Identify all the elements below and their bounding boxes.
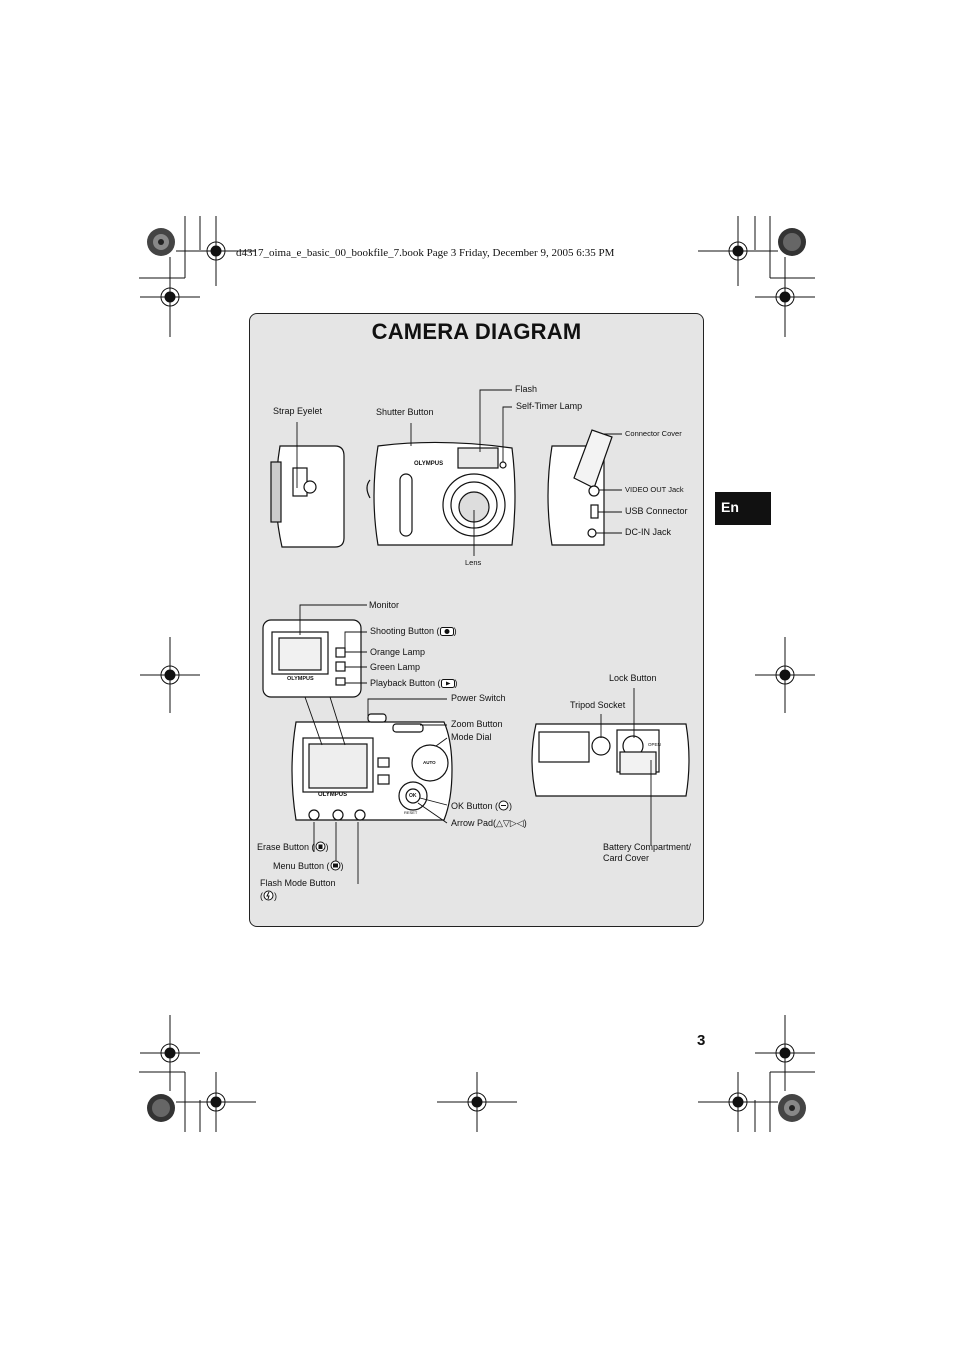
label-tripod-socket: Tripod Socket: [570, 700, 626, 710]
label-video-out-jack: VIDEO OUT Jack: [625, 485, 684, 494]
ok-icon: [498, 800, 509, 814]
label-lens: Lens: [465, 558, 482, 567]
camera-side-view-right: [547, 429, 613, 546]
label-connector-cover: Connector Cover: [625, 429, 682, 438]
reset-label: RESET: [404, 810, 418, 815]
front-brand-logo: OLYMPUS: [414, 461, 444, 467]
ok-label: OK: [409, 793, 417, 799]
label-zoom-button: Zoom Button: [451, 719, 503, 729]
label-card-cover: Card Cover: [603, 853, 650, 863]
open-label: OPEN: [648, 742, 661, 747]
print-header: d4317_oima_e_basic_00_bookfile_7.book Pa…: [236, 247, 615, 259]
camera-icon: [439, 626, 454, 639]
camera-back-view: [291, 713, 453, 821]
label-self-timer-lamp: Self-Timer Lamp: [516, 401, 583, 411]
label-erase-button: Erase Button (): [257, 841, 329, 855]
label-dc-in-jack: DC-IN Jack: [625, 527, 672, 537]
mode-dial-auto: AUTO: [423, 760, 436, 765]
trash-icon: [315, 841, 326, 855]
label-arrow-pad: Arrow Pad(△▽▷◁): [451, 818, 527, 828]
label-strap-eyelet: Strap Eyelet: [273, 406, 323, 416]
label-playback-button: Playback Button (): [370, 678, 458, 691]
camera-side-view-left: [270, 445, 345, 548]
label-power-switch: Power Switch: [451, 693, 506, 703]
language-tab: En: [715, 492, 771, 525]
camera-bottom-view: [531, 723, 690, 797]
inset-brand-logo: OLYMPUS: [287, 676, 314, 682]
label-orange-lamp: Orange Lamp: [370, 647, 426, 657]
playback-icon: [440, 678, 455, 691]
shooting-button-text: Shooting Button (: [370, 626, 440, 636]
arrow-pad-icon: △▽▷◁: [496, 818, 524, 828]
label-green-lamp: Green Lamp: [370, 662, 421, 672]
label-shooting-button: Shooting Button (): [370, 626, 457, 639]
star-targets: [147, 228, 806, 1122]
label-menu-button: Menu Button (): [273, 860, 344, 874]
label-flash: Flash: [515, 384, 538, 394]
label-lock-button: Lock Button: [609, 673, 657, 683]
page-number: 3: [697, 1032, 706, 1049]
page-title: CAMERA DIAGRAM: [371, 319, 582, 344]
registration-targets: [140, 216, 815, 1132]
label-mode-dial: Mode Dial: [451, 732, 492, 742]
flash-icon: [263, 890, 274, 904]
label-flash-mode-icon: (): [260, 890, 277, 904]
label-ok-button: OK Button (): [451, 800, 512, 814]
leader-lines: [296, 389, 652, 884]
camera-front-view: [366, 441, 516, 546]
label-flash-mode-button: Flash Mode Button: [260, 878, 336, 888]
back-brand-logo: OLYMPUS: [318, 792, 348, 798]
label-usb-connector: USB Connector: [625, 506, 688, 516]
label-shutter-button: Shutter Button: [376, 407, 434, 417]
label-battery-compartment: Battery Compartment/: [603, 842, 692, 852]
label-monitor: Monitor: [369, 600, 400, 610]
menu-icon: [330, 860, 341, 874]
